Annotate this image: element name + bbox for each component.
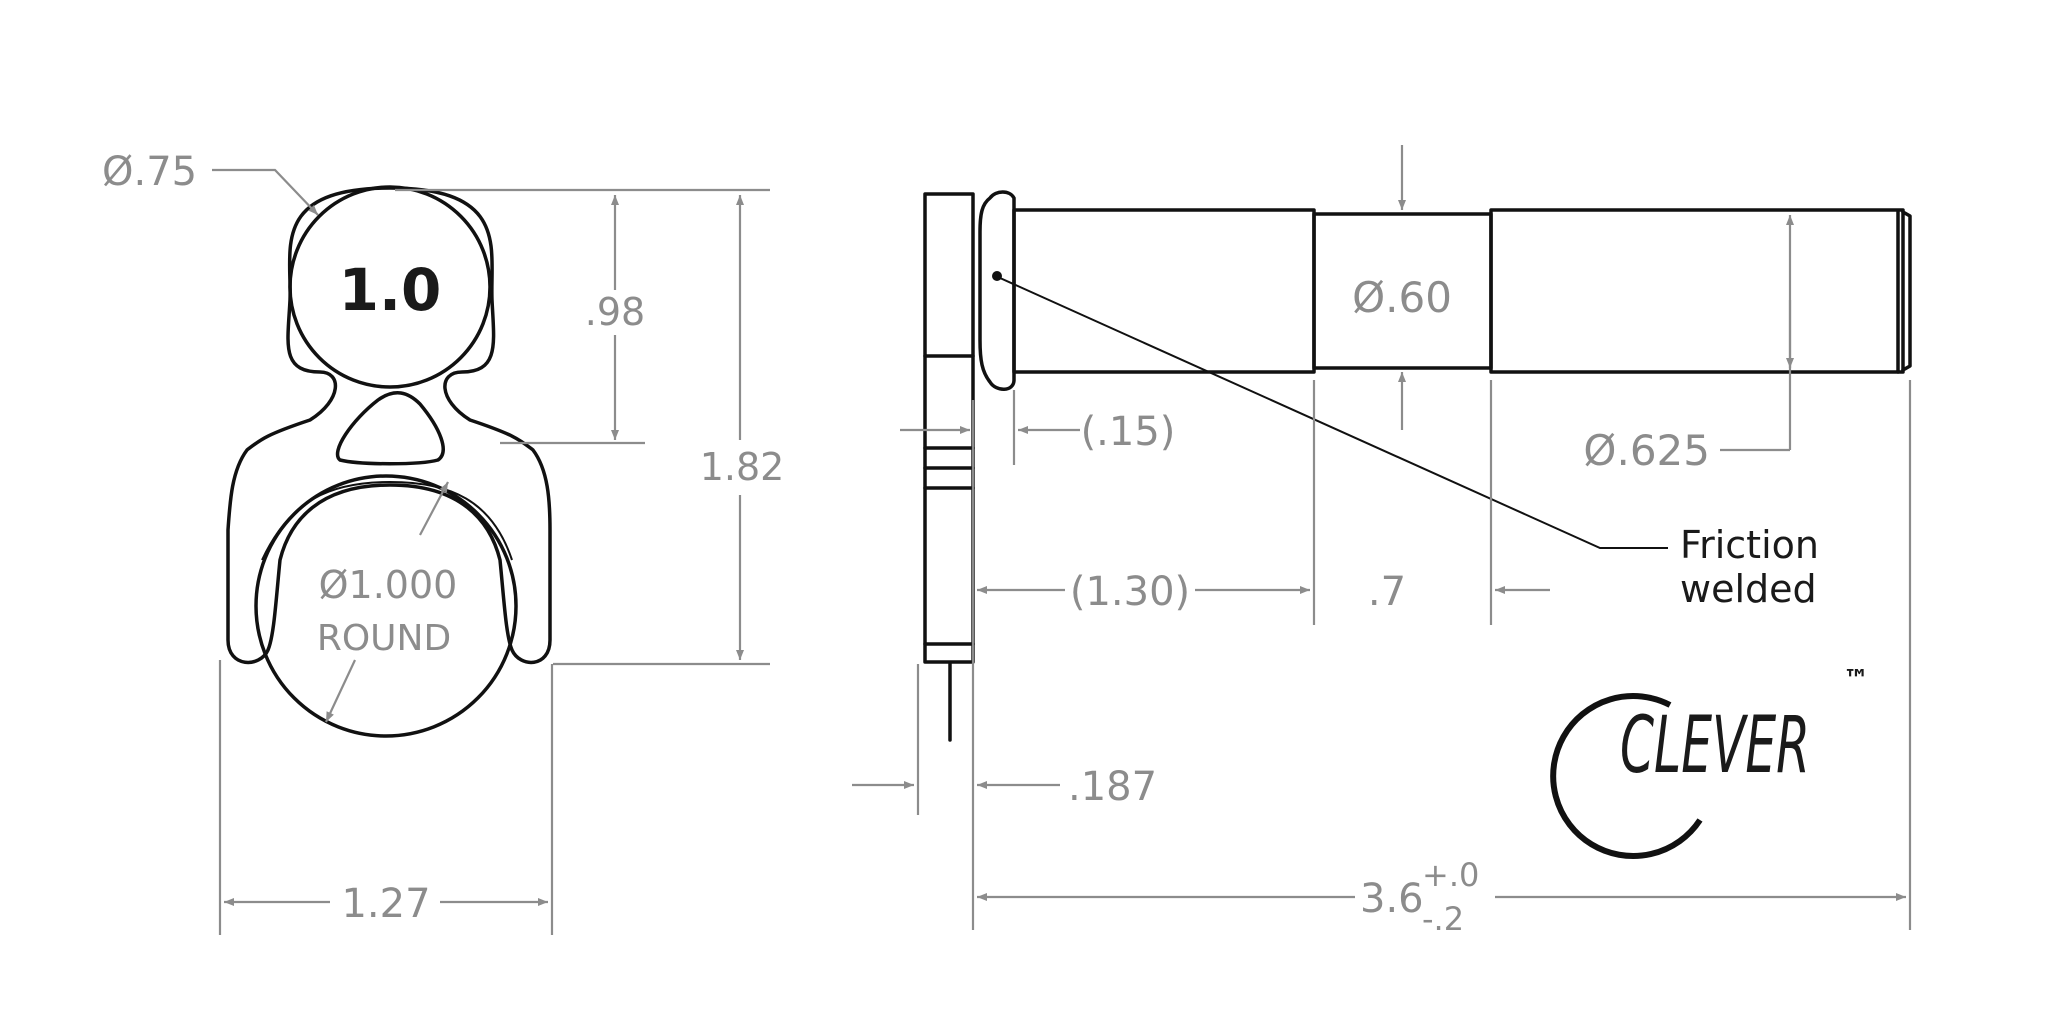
round-label: ROUND [317,618,451,659]
collar-label: (.15) [1081,409,1176,455]
weld-point [992,271,1002,281]
logo-c-arc [1550,693,1703,859]
width-label: 1.27 [341,881,430,927]
clever-logo: CLEVER ™ [1550,665,1869,859]
head-circle [288,185,492,389]
length-base-label: 3.6 [1360,876,1424,922]
side-view: Friction welded Ø.60 Ø.625 (.15) (1.30) … [852,145,1912,938]
round-dia-leader-top [419,481,449,536]
head-mark: 1.0 [339,256,442,324]
round-dia-label: Ø1.000 [319,563,458,607]
annotation-line1: Friction [1680,523,1819,567]
shaft-section-3 [1489,208,1905,374]
round-bar [254,474,518,738]
logo-text: CLEVER [1620,701,1810,791]
annotation-line2: welded [1680,567,1817,611]
mid-section-label: .7 [1368,569,1406,615]
large-dia-label: Ø.625 [1583,426,1710,475]
front-view: 1.0 Ø.75 Ø1.000 ROUND .98 1.82 1.27 [102,149,784,935]
handle-outline [226,186,552,665]
head-height-label: .98 [585,290,645,334]
plate-thickness-label: .187 [1068,764,1157,810]
length-tol-lower: -.2 [1422,900,1464,938]
shaft-chamfer [1901,210,1912,372]
round-dia-leader-bottom [325,659,356,723]
small-dia-label: Ø.60 [1352,273,1452,322]
shaft-section-1 [1012,208,1316,374]
logo-trademark: ™ [1843,665,1869,695]
collar [978,190,1016,391]
overall-height-label: 1.82 [700,445,785,489]
head-dia-leader [212,168,319,216]
triangle-cutout [335,391,445,466]
section1-label: (1.30) [1070,569,1190,615]
plate [923,192,975,664]
weld-leader [999,277,1668,549]
head-dia-label: Ø.75 [102,149,197,195]
round-bar-edge [261,480,513,561]
length-tol-upper: +.0 [1422,856,1479,894]
